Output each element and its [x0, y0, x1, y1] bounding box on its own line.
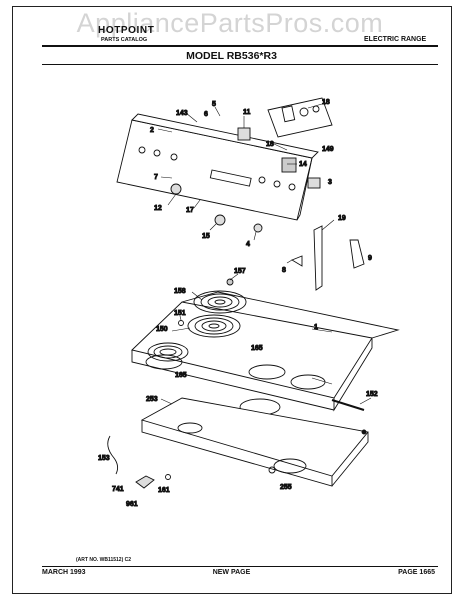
switch-part	[237, 127, 251, 141]
control-panel	[116, 113, 319, 221]
footer-date: MARCH 1993	[42, 569, 86, 576]
model-rule	[42, 64, 438, 65]
part-callout: 9	[368, 255, 372, 262]
footer-rule	[42, 566, 438, 567]
exploded-parts-diagram: 143 5 6 11 18 2 149 18 14 7 3 12 17 15 4…	[42, 80, 438, 550]
surface-element-large	[193, 290, 247, 314]
screw	[268, 466, 276, 474]
part-callout: 3	[328, 179, 332, 186]
surface-element-small	[147, 342, 189, 362]
part-callout: 151	[174, 310, 186, 317]
part-callout: 165	[251, 345, 263, 352]
part-callout: 149	[322, 146, 334, 153]
part-callout: 17	[186, 207, 194, 214]
part-callout: 165	[175, 372, 187, 379]
surface-element-large	[187, 314, 241, 338]
leader-lines	[157, 103, 372, 405]
footer-new-page: NEW PAGE	[212, 569, 251, 576]
terminal-block	[135, 475, 155, 489]
switch-part	[307, 177, 321, 189]
part-callout: 741	[112, 486, 124, 493]
switch-part	[281, 157, 297, 173]
part-callout: 18	[266, 141, 274, 148]
part-callout: 6	[204, 111, 208, 118]
bottom-pan	[140, 397, 369, 487]
screw	[165, 474, 171, 480]
part-callout: 19	[338, 215, 346, 222]
part-callout: 161	[158, 487, 170, 494]
side-bracket	[313, 225, 323, 291]
part-callout: 152	[366, 391, 378, 398]
part-callout: 157	[234, 268, 246, 275]
part-callout: 18	[322, 99, 330, 106]
part-callout: 961	[126, 501, 138, 508]
part-callout: 15	[202, 233, 210, 240]
part-callout: 150	[156, 326, 168, 333]
part-callout: 158	[174, 288, 186, 295]
knob	[214, 214, 226, 226]
footer-page-number: PAGE 1665	[398, 569, 435, 576]
part-callout: 14	[299, 161, 307, 168]
rod	[331, 399, 365, 411]
appliance-category: ELECTRIC RANGE	[364, 36, 427, 43]
part-callout: 253	[146, 396, 158, 403]
grommet	[178, 320, 184, 326]
part-callout: 153	[98, 455, 110, 462]
clip	[290, 255, 303, 267]
knob	[170, 183, 182, 195]
part-callout: 5	[212, 101, 216, 108]
page-border	[12, 6, 452, 594]
knob	[253, 223, 263, 233]
part-callout: 11	[243, 109, 251, 116]
wire-harness	[107, 435, 119, 475]
part-callout: 4	[246, 241, 250, 248]
side-bracket	[349, 239, 365, 269]
part-callout: 8	[282, 267, 286, 274]
part-callout: 7	[154, 174, 158, 181]
part-callout: 255	[280, 484, 292, 491]
brand-name: HOTPOINT	[98, 25, 155, 36]
cooktop	[131, 291, 400, 416]
part-callout: 2	[150, 127, 154, 134]
screw	[361, 429, 367, 435]
bolt	[226, 278, 234, 286]
header-rule	[42, 45, 438, 47]
part-callout: 12	[154, 205, 162, 212]
model-title: MODEL RB536*R3	[186, 50, 277, 62]
catalog-label: PARTS CATALOG	[101, 37, 148, 43]
part-callout: 143	[176, 110, 188, 117]
watermark: AppliancePartsPros.com	[76, 8, 384, 38]
art-number: (ART NO. WB11512) C2	[76, 557, 132, 563]
part-callout: 1	[314, 324, 318, 331]
